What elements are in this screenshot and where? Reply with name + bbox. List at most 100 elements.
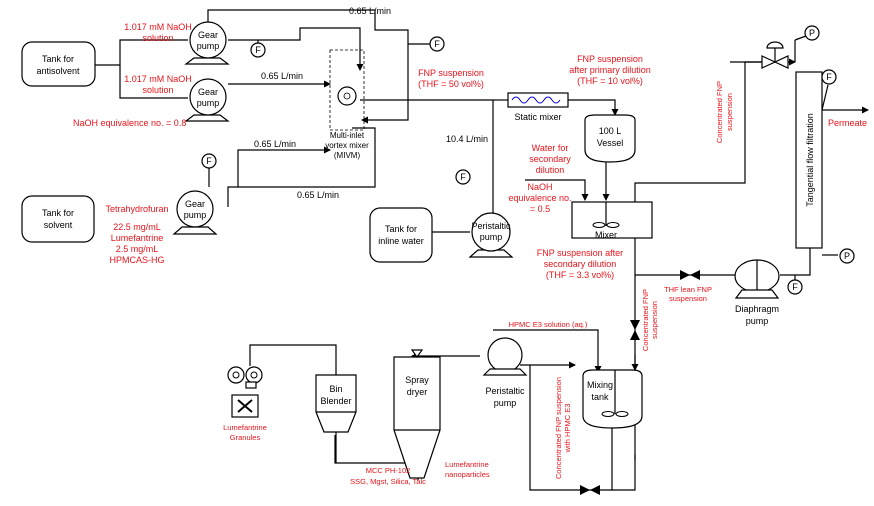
svg-text:(THF = 10 vol%): (THF = 10 vol%) <box>577 76 643 86</box>
svg-text:after primary dilution: after primary dilution <box>569 65 651 75</box>
svg-text:10.4 L/min: 10.4 L/min <box>446 134 488 144</box>
svg-text:F: F <box>826 72 832 82</box>
svg-text:Lumefantrine: Lumefantrine <box>111 233 164 243</box>
svg-text:Tangential flow filtration: Tangential flow filtration <box>805 113 815 207</box>
svg-text:solution: solution <box>142 85 173 95</box>
svg-text:(MIVM): (MIVM) <box>334 151 361 160</box>
svg-text:2.5 mg/mL: 2.5 mg/mL <box>116 244 159 254</box>
spray-dryer: Spray dryer <box>393 349 441 479</box>
tff-unit: Tangential flow filtration <box>795 71 823 249</box>
tank-antisolvent: Tank for antisolvent <box>21 41 96 87</box>
bin-blender: Bin Blender <box>315 374 357 433</box>
svg-text:Granules: Granules <box>230 433 261 442</box>
mivm: Multi-inlet vortex mixer (MIVM) <box>325 49 369 160</box>
svg-text:F: F <box>206 156 212 166</box>
svg-text:Concentrated FNP: Concentrated FNP <box>641 289 650 351</box>
vessel-100l: 100 L Vessel <box>584 114 636 163</box>
naoh-equiv-label: NaOH equivalence no. = 0.8 <box>73 118 186 128</box>
svg-text:dilution: dilution <box>536 165 565 175</box>
svg-text:pump: pump <box>746 316 769 326</box>
svg-text:THF lean FNP: THF lean FNP <box>664 285 712 294</box>
gear-pump-1: Gear pump <box>184 21 230 65</box>
piping <box>95 9 869 491</box>
svg-text:pump: pump <box>197 98 220 108</box>
svg-text:Water for: Water for <box>532 143 569 153</box>
stream-labels: 1.017 mM NaOH solution 1.017 mM NaOH sol… <box>73 6 867 486</box>
flow-indicator-5: F <box>821 69 837 111</box>
svg-text:antisolvent: antisolvent <box>36 66 80 76</box>
svg-text:= 0.5: = 0.5 <box>530 204 550 214</box>
svg-text:Permeate: Permeate <box>828 118 867 128</box>
diaphragm-pump: Diaphragm pump <box>734 259 780 326</box>
svg-text:1.017 mM NaOH: 1.017 mM NaOH <box>124 74 192 84</box>
valve-bottom-loop <box>580 485 600 495</box>
svg-text:Gear: Gear <box>198 30 218 40</box>
svg-text:(THF = 50 vol%): (THF = 50 vol%) <box>418 79 484 89</box>
svg-text:suspension: suspension <box>669 294 707 303</box>
svg-text:equivalence no.: equivalence no. <box>508 193 571 203</box>
svg-text:suspension: suspension <box>725 93 734 131</box>
svg-text:FNP suspension after: FNP suspension after <box>537 248 623 258</box>
peristaltic-pump-1: Peristaltic pump <box>468 212 514 258</box>
granulator: Lumefantrine Granules <box>223 366 267 442</box>
svg-text:HPMC E3 solution (aq.): HPMC E3 solution (aq.) <box>509 320 588 329</box>
svg-text:Vessel: Vessel <box>597 138 624 148</box>
valves <box>580 41 789 495</box>
svg-text:pump: pump <box>184 210 207 220</box>
svg-text:Concentrated FNP: Concentrated FNP <box>715 81 724 143</box>
svg-text:pump: pump <box>480 232 503 242</box>
svg-text:Tank for: Tank for <box>42 208 74 218</box>
valve-tff-inlet <box>761 41 789 69</box>
svg-text:F: F <box>460 172 466 182</box>
svg-text:F: F <box>792 282 798 292</box>
flow-indicators: F F F F F F <box>201 36 837 295</box>
svg-text:Lumefantrine: Lumefantrine <box>445 460 489 469</box>
svg-text:22.5 mg/mL: 22.5 mg/mL <box>113 222 161 232</box>
static-mixer: Static mixer <box>507 92 569 122</box>
pressure-indicator-1: P <box>794 25 820 62</box>
peristaltic-pump-2: Peristaltic pump <box>482 337 528 408</box>
valve-thf-lean <box>680 270 700 280</box>
flow-indicator-3: F <box>201 153 217 187</box>
pressure-indicator-2: P <box>839 248 855 264</box>
gear-pump-2: Gear pump <box>184 78 230 122</box>
svg-text:FNP suspension: FNP suspension <box>418 68 484 78</box>
svg-text:with HPMC E3: with HPMC E3 <box>563 404 572 454</box>
mixing-tank: Mixing tank <box>582 369 643 429</box>
svg-text:vortex mixer: vortex mixer <box>325 141 369 150</box>
naoh-top-label: 1.017 mM NaOH <box>124 22 192 32</box>
flow-indicator-4: F <box>455 169 471 185</box>
svg-text:0.65 L/min: 0.65 L/min <box>349 6 391 16</box>
mivm-label: Multi-inlet <box>330 131 365 140</box>
svg-text:Tank for: Tank for <box>385 224 417 234</box>
svg-text:100 L: 100 L <box>599 126 622 136</box>
gear-pump-3: Gear pump <box>172 190 218 235</box>
svg-text:P: P <box>809 28 815 38</box>
svg-text:0.65 L/min: 0.65 L/min <box>297 190 339 200</box>
valve-concentrated <box>630 320 640 340</box>
svg-text:FNP suspension: FNP suspension <box>577 54 643 64</box>
svg-text:pump: pump <box>494 398 517 408</box>
svg-text:Diaphragm: Diaphragm <box>735 304 779 314</box>
svg-text:Gear: Gear <box>185 199 205 209</box>
svg-text:SSG, Mgst, Silica, Talc: SSG, Mgst, Silica, Talc <box>350 477 426 486</box>
svg-text:0.65 L/min: 0.65 L/min <box>261 71 303 81</box>
svg-text:inline water: inline water <box>378 236 424 246</box>
svg-text:NaOH: NaOH <box>527 182 552 192</box>
svg-text:F: F <box>434 39 440 49</box>
svg-text:(THF = 3.3 vol%): (THF = 3.3 vol%) <box>546 270 614 280</box>
svg-text:Mixer: Mixer <box>595 230 617 240</box>
svg-text:suspension: suspension <box>650 301 659 339</box>
svg-text:HPMCAS-HG: HPMCAS-HG <box>109 255 164 265</box>
tank-solvent: Tank for solvent <box>21 195 95 243</box>
svg-text:tank: tank <box>591 392 609 402</box>
svg-text:Bin: Bin <box>329 384 342 394</box>
mixer: Mixer <box>571 201 653 240</box>
svg-text:Mixing: Mixing <box>587 380 613 390</box>
svg-text:P: P <box>844 251 850 261</box>
flow-indicator-1: F <box>250 40 266 58</box>
svg-text:Concentrated FNP suspension: Concentrated FNP suspension <box>554 377 563 479</box>
tank-antisolvent-label: Tank for <box>42 54 74 64</box>
